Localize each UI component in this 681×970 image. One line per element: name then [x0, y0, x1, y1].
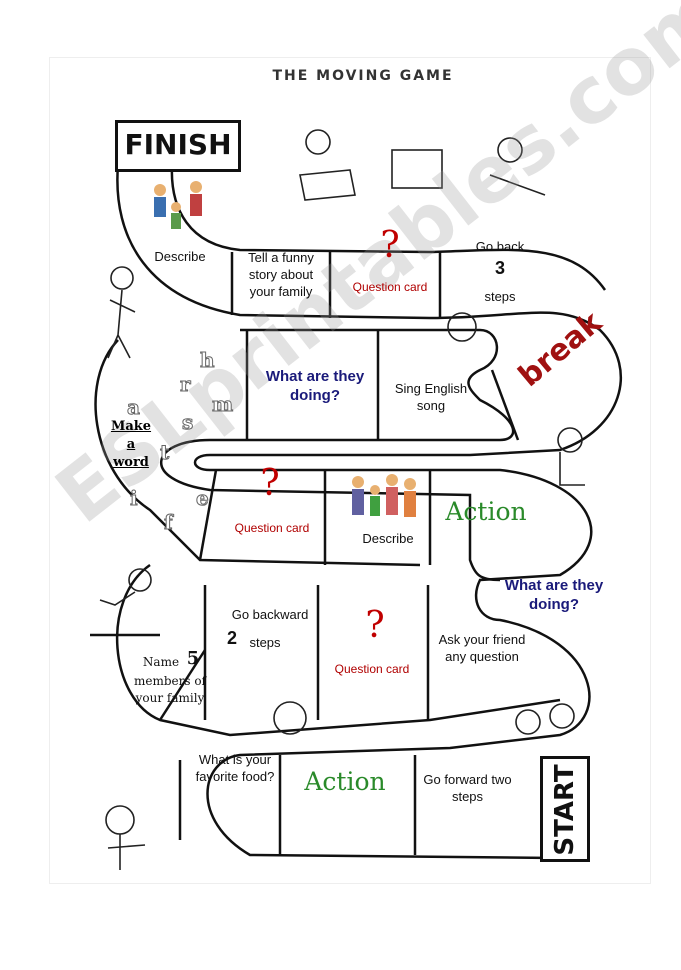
letter-f: f	[164, 510, 174, 535]
make-a-word-label: Make a word	[108, 418, 154, 472]
square-go-backward-label: Go backward	[231, 607, 309, 622]
square-what-doing-2: What are they doing?	[504, 577, 604, 613]
square-go-back-steps: steps	[484, 289, 516, 304]
square-action-1: Action	[445, 497, 527, 526]
square-question-3: Question card	[334, 662, 410, 676]
question-mark-1: ?	[380, 225, 400, 266]
square-what-doing-1: What are they doing?	[265, 368, 365, 404]
square-question-2: Question card	[234, 521, 310, 535]
square-describe-top: Describe	[154, 249, 206, 264]
letter-s: s	[181, 410, 194, 435]
square-describe-mid: Describe	[362, 531, 414, 546]
square-go-forward: Go forward two steps	[423, 772, 512, 804]
page-title: THE MOVING GAME	[272, 68, 454, 84]
make-word-1: Make	[110, 419, 152, 434]
square-question-1: Question card	[352, 280, 428, 294]
square-name-members: members of your family	[133, 674, 207, 705]
question-mark-3: ?	[365, 605, 385, 646]
square-favorite-food: What is your favorite food?	[195, 752, 275, 784]
letter-t: t	[159, 440, 170, 465]
make-word-2: a	[126, 437, 136, 452]
square-sing: Sing English song	[394, 381, 468, 413]
square-name-number: 5	[186, 648, 200, 669]
letter-m: m	[211, 392, 234, 417]
letter-e: e	[196, 486, 210, 511]
letter-a: a	[127, 395, 141, 420]
square-ask-friend: Ask your friend any question	[438, 632, 526, 664]
square-name-label: Name	[142, 655, 180, 669]
square-action-2: Action	[304, 767, 386, 796]
square-go-back-number: 3	[494, 258, 505, 278]
letter-i: i	[130, 486, 139, 511]
start-box: START	[540, 756, 590, 862]
family-picture-mid	[352, 474, 416, 517]
finish-box: FINISH	[115, 120, 241, 172]
square-go-back-label: Go back	[475, 239, 525, 254]
letter-h: h	[200, 348, 216, 373]
family-picture-top	[154, 181, 202, 229]
question-mark-2: ?	[260, 463, 280, 504]
letter-r: r	[180, 372, 192, 397]
start-label: START	[550, 764, 580, 856]
square-go-backward-steps: steps	[249, 635, 281, 650]
square-go-backward-number: 2	[226, 628, 237, 648]
square-funny-story: Tell a funny story about your family	[248, 250, 314, 299]
make-word-3: word	[113, 455, 149, 470]
